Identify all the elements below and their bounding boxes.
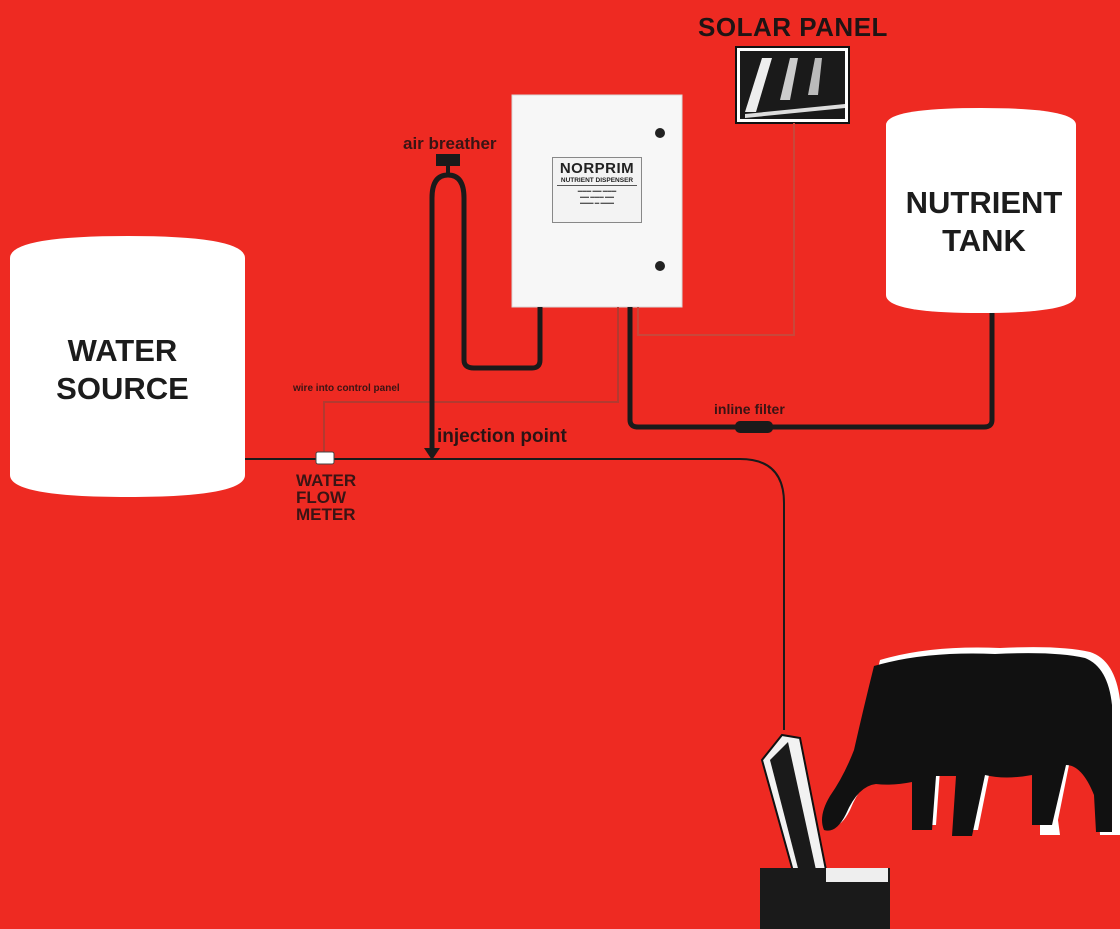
water-source-label-line-1: WATER: [10, 332, 235, 370]
dispenser-nameplate: NORPRIM NUTRIENT DISPENSER ▬▬▬ ▬▬ ▬▬▬▬▬ …: [552, 157, 642, 223]
dispenser-screw-bottom: [655, 261, 665, 271]
wire-into-control-panel-label: wire into control panel: [293, 383, 400, 394]
injection-point-label: injection point: [437, 426, 567, 448]
nutrient-tank-label-line-1: NUTRIENT: [886, 184, 1082, 222]
inline-filter-label: inline filter: [714, 401, 785, 417]
cow-silhouette: [822, 647, 1120, 836]
water-flow-meter-device: [316, 452, 334, 464]
nutrient-supply-pipe: [630, 307, 992, 433]
nutrient-tank-label-line-2: TANK: [886, 222, 1082, 260]
nutrient-tank-label: NUTRIENT TANK: [886, 184, 1082, 260]
water-flow-meter-label-line-3: METER: [296, 506, 356, 523]
dispenser-fine-print: ▬▬▬ ▬▬ ▬▬▬▬▬ ▬▬▬ ▬▬▬▬▬ ▬ ▬▬▬: [553, 188, 641, 206]
water-source-label-line-2: SOURCE: [10, 370, 235, 408]
air-breather-label: air breather: [403, 134, 497, 154]
dispenser-screw-top: [655, 128, 665, 138]
solar-panel-label: SOLAR PANEL: [698, 12, 888, 43]
water-flow-meter-label-line-1: WATER: [296, 472, 356, 489]
water-flow-meter-label-line-2: FLOW: [296, 489, 356, 506]
solar-panel: [736, 47, 849, 123]
dispenser-subtitle: NUTRIENT DISPENSER: [557, 177, 637, 186]
inline-filter-body: [735, 421, 773, 433]
water-source-label: WATER SOURCE: [10, 332, 235, 408]
water-flow-meter-label: WATER FLOW METER: [296, 472, 356, 523]
dispenser-brand: NORPRIM: [553, 160, 641, 177]
